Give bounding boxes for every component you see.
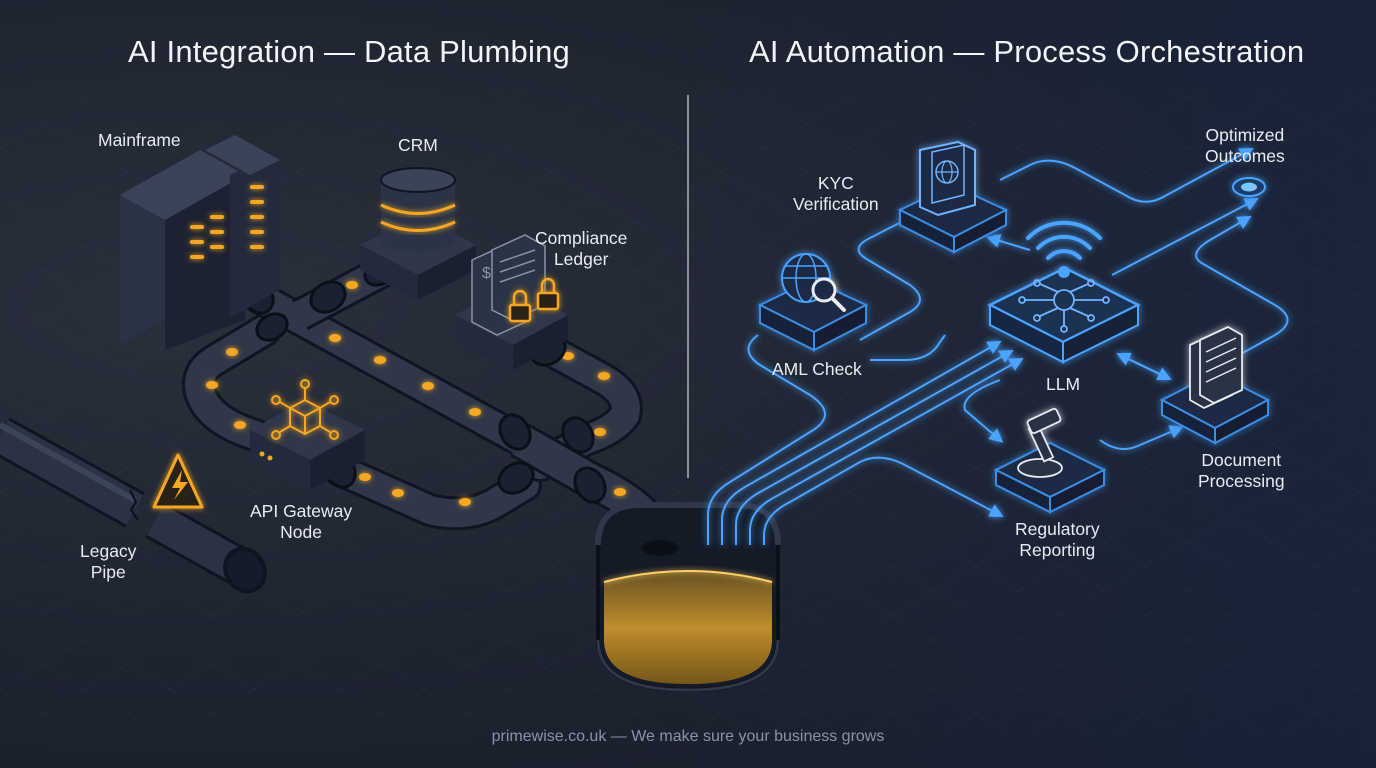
llm-label: LLM [1046, 374, 1081, 394]
compliance-ledger-label-line2: Ledger [553, 249, 609, 269]
document-processing-label-line1: Document [1201, 450, 1282, 470]
compliance-ledger-label-line1: Compliance [535, 228, 628, 248]
svg-text:$: $ [482, 265, 491, 282]
document-lock-icon: $ [455, 234, 568, 370]
regulatory-reporting-label-line1: Regulatory [1015, 519, 1100, 539]
compliance-ledger-label: Compliance Ledger [535, 228, 627, 270]
aml-check-label: AML Check [772, 359, 862, 379]
legacy-pipe-label: Legacy Pipe [80, 541, 136, 583]
legacy-pipe-label-line1: Legacy [80, 541, 137, 561]
database-icon [360, 167, 476, 300]
optimized-outcomes-label: Optimized Outcomes [1205, 125, 1285, 167]
server-icon [120, 135, 280, 350]
api-gateway-node-label: API Gateway Node [250, 501, 352, 543]
kyc-verification-label-line2: Verification [793, 194, 879, 214]
regulatory-reporting-label-line2: Reporting [1019, 540, 1096, 560]
api-gateway-node-label-line2: Node [280, 522, 322, 542]
data-tank [595, 502, 781, 693]
regulatory-reporting-label: Regulatory Reporting [1015, 519, 1100, 561]
data-flow-lines [707, 148, 1289, 545]
left-section-title: AI Integration — Data Plumbing [128, 34, 570, 69]
cube-network-icon [250, 379, 365, 490]
globe-search-icon [757, 253, 869, 352]
legacy-pipe [0, 417, 267, 594]
target-dot-icon [1232, 177, 1266, 197]
document-processing-label-line2: Processing [1198, 471, 1285, 491]
warning-icon [152, 453, 204, 509]
mainframe-label: Mainframe [98, 130, 181, 150]
document-processing-label: Document Processing [1198, 450, 1285, 492]
optimized-outcomes-label-line1: Optimized [1205, 125, 1285, 145]
crm-label: CRM [398, 135, 438, 155]
optimized-outcomes-label-line2: Outcomes [1205, 146, 1285, 166]
kyc-verification-label-line1: KYC [817, 173, 854, 193]
chip-wifi-icon [987, 220, 1141, 364]
kyc-verification-label: KYC Verification [793, 173, 879, 215]
api-gateway-node-label-line1: API Gateway [250, 501, 353, 521]
gavel-icon [993, 407, 1107, 514]
legacy-pipe-label-line2: Pipe [90, 562, 126, 582]
documents-icon [1159, 325, 1271, 445]
footer-tagline: primewise.co.uk — We make sure your busi… [491, 728, 885, 745]
passport-icon [897, 140, 1009, 254]
right-section-title: AI Automation — Process Orchestration [749, 34, 1305, 69]
